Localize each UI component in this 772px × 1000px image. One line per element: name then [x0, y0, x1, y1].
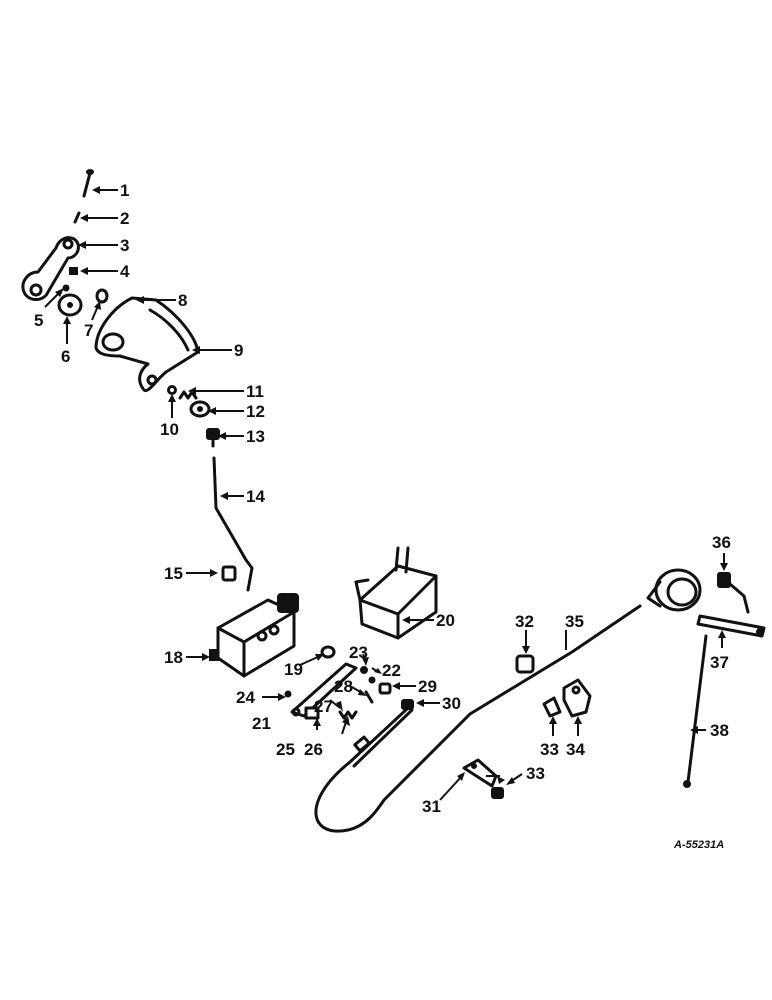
part-35-housing — [646, 568, 702, 612]
callout-27: 27 — [314, 697, 333, 716]
part-32-sleeve — [515, 654, 535, 674]
callout-37: 37 — [710, 653, 729, 672]
callout-26: 26 — [304, 740, 323, 759]
part-19-washer — [320, 645, 336, 659]
callout-10: 10 — [160, 420, 179, 439]
part-13-clevis — [206, 428, 220, 448]
part-drawings — [21, 169, 766, 833]
callout-30: 30 — [442, 694, 461, 713]
part-37-bar — [696, 614, 766, 638]
part-6-washer — [57, 293, 83, 317]
callout-5: 5 — [34, 311, 43, 330]
callout-7: 7 — [84, 321, 93, 340]
callout-3: 3 — [120, 236, 129, 255]
part-36-fitting — [717, 572, 750, 614]
callout-33b: 33 — [526, 764, 545, 783]
callout-11: 11 — [246, 382, 264, 401]
callout-15: 15 — [164, 564, 183, 583]
callout-19: 19 — [284, 660, 303, 679]
part-1-rod — [82, 169, 94, 198]
callout-25: 25 — [276, 740, 295, 759]
callout-2: 2 — [120, 209, 129, 228]
part-20-cover — [354, 546, 438, 640]
part-14-rod — [212, 456, 254, 592]
callout-28: 28 — [334, 677, 353, 696]
callout-31: 31 — [422, 797, 441, 816]
callout-29: 29 — [418, 677, 437, 696]
callout-23: 23 — [349, 643, 368, 662]
part-31-bracket — [462, 758, 498, 788]
part-33a-clip — [542, 696, 562, 718]
callout-14: 14 — [246, 487, 265, 506]
callout-24: 24 — [236, 688, 255, 707]
part-34-clamp — [562, 678, 592, 718]
part-33b-clip — [491, 787, 504, 799]
part-12-link — [189, 400, 211, 418]
callout-33a: 33 — [540, 740, 559, 759]
callout-labels: 1 2 3 4 5 6 7 8 9 10 11 12 13 14 15 18 1… — [34, 181, 731, 816]
callout-6: 6 — [61, 347, 70, 366]
callout-13: 13 — [246, 427, 265, 446]
callout-32: 32 — [515, 612, 534, 631]
part-18-valve-block — [209, 593, 299, 678]
part-21-29-linkage — [284, 662, 392, 720]
part-7-bushing — [95, 288, 109, 304]
callout-35: 35 — [565, 612, 584, 631]
callout-4: 4 — [120, 262, 130, 281]
part-2-pin — [73, 211, 81, 224]
callout-36: 36 — [712, 533, 731, 552]
callout-1: 1 — [120, 181, 129, 200]
part-11-spring — [178, 390, 198, 400]
callout-8: 8 — [178, 291, 187, 310]
callout-9: 9 — [234, 341, 243, 360]
leader-33b — [506, 773, 523, 785]
callout-12: 12 — [246, 402, 265, 421]
callout-20: 20 — [436, 611, 455, 630]
part-15-nut — [221, 565, 237, 582]
part-5-pin — [62, 284, 70, 292]
part-8-9-quadrant — [94, 296, 200, 393]
part-38-rod — [683, 634, 708, 788]
part-3-lever-arm — [21, 236, 80, 301]
callout-34: 34 — [566, 740, 585, 759]
callout-21: 21 — [252, 714, 271, 733]
part-35-cable — [314, 604, 642, 833]
part-4-nut — [69, 267, 78, 275]
part-10-washer — [167, 385, 177, 395]
callout-38: 38 — [710, 721, 729, 740]
leader-lines — [44, 186, 728, 801]
reference-code: A-55231A — [673, 839, 724, 851]
callout-22: 22 — [382, 661, 401, 680]
callout-18: 18 — [164, 648, 183, 667]
